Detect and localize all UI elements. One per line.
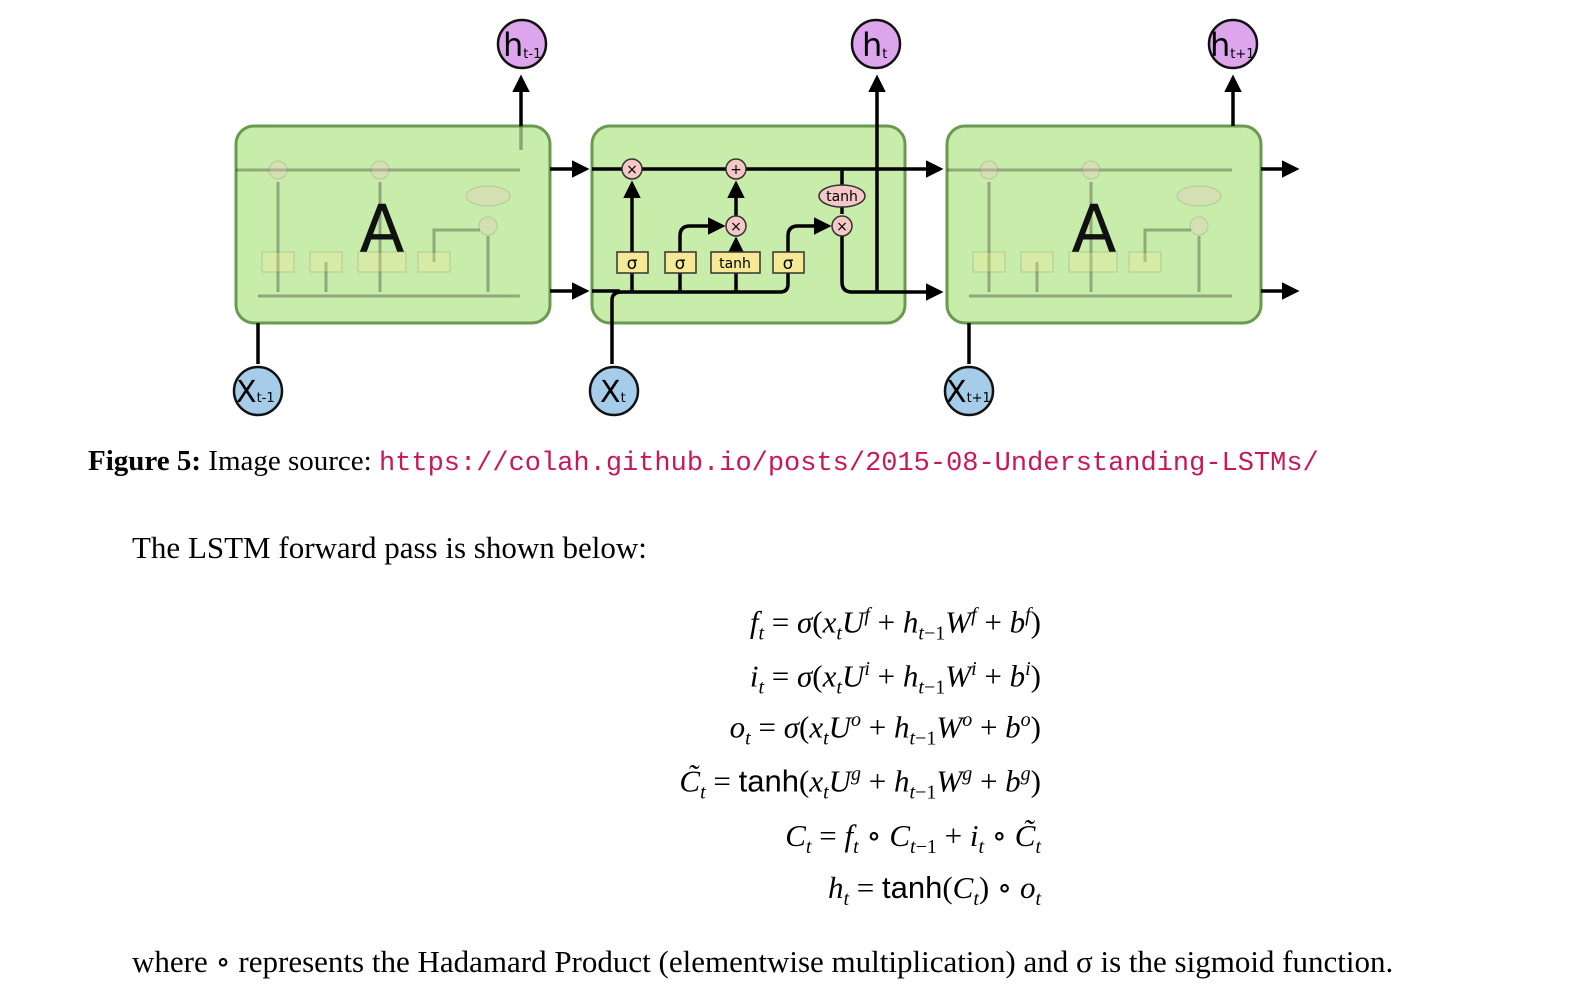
svg-text:ht: ht (862, 26, 887, 64)
equation-cell-state: Ct = ft ∘ Ct−1 + it ∘ C̃t (785, 818, 1041, 859)
forget-gate: σ (616, 251, 649, 274)
x-node: Xt+1 (943, 365, 995, 417)
x-node: Xt (588, 365, 640, 417)
h-node: ht-1 (496, 18, 548, 70)
cell-label: A (359, 191, 404, 268)
svg-text:+: + (730, 162, 742, 178)
caption-text: Image source: (208, 445, 372, 477)
svg-text:Xt-1: Xt-1 (236, 375, 275, 410)
tanh-node: tanh (818, 184, 866, 208)
lstm-diagram: A A (232, 18, 1300, 417)
input-gate: σ (664, 251, 697, 274)
input-nodes: Xt-1 Xt Xt+1 (232, 365, 995, 417)
x-node: Xt-1 (232, 365, 284, 417)
equation-forget: ft = σ(xtUf + ht−1Wf + bf) (749, 604, 1041, 645)
svg-text:Xt: Xt (600, 375, 626, 410)
pointwise-ops: × + × tanh × (621, 158, 866, 237)
svg-text:×: × (836, 219, 848, 235)
svg-text:σ: σ (783, 254, 794, 274)
output-multiply-node: × (831, 215, 853, 237)
intro-paragraph: The LSTM forward pass is shown below: (132, 530, 647, 565)
svg-text:Xt+1: Xt+1 (946, 375, 991, 410)
equation-input: it = σ(xtUi + ht−1Wi + bi) (749, 658, 1041, 699)
h-node: ht+1 (1207, 18, 1259, 70)
figure-label: Figure 5: (88, 445, 202, 477)
hidden-output-nodes: ht-1 ht ht+1 (496, 18, 1259, 70)
cell-label: A (1071, 191, 1116, 268)
svg-text:ht-1: ht-1 (503, 26, 541, 64)
svg-text:ht+1: ht+1 (1210, 26, 1255, 64)
svg-text:tanh: tanh (719, 256, 751, 272)
forget-multiply-node: × (621, 158, 643, 180)
equation-output: ot = σ(xtUo + ht−1Wo + bo) (729, 709, 1041, 750)
closing-paragraph: where ∘ represents the Hadamard Product … (132, 944, 1394, 979)
candidate-gate: tanh (710, 251, 761, 274)
svg-text:tanh: tanh (826, 189, 858, 205)
flow-lines (256, 74, 1300, 364)
gate-boxes: σ σ tanh σ (616, 251, 805, 274)
svg-text:×: × (626, 162, 638, 178)
equation-hidden: ht = tanh(Ct) ∘ ot (827, 870, 1041, 911)
svg-text:σ: σ (675, 254, 686, 274)
source-link[interactable]: https://colah.github.io/posts/2015-08-Un… (378, 449, 1319, 479)
input-multiply-node: × (725, 215, 747, 237)
equation-candidate: C̃t = tanh(xtUg + ht−1Wg + bg) (679, 763, 1041, 804)
svg-text:σ: σ (627, 254, 638, 274)
svg-text:×: × (730, 219, 742, 235)
lstm-cell-left: A (234, 124, 552, 325)
output-gate: σ (772, 251, 805, 274)
lstm-cell-right: A (945, 124, 1263, 325)
figure-caption: Figure 5: Image source: https://colah.gi… (88, 445, 1319, 479)
add-node: + (725, 158, 747, 180)
h-node: ht (850, 18, 902, 70)
